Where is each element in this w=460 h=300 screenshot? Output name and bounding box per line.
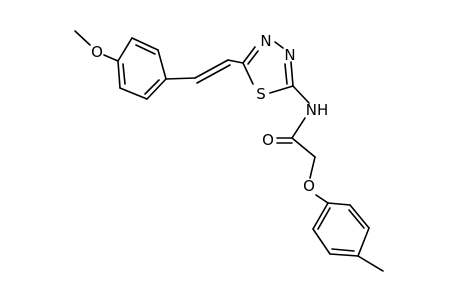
bond-s-c5	[242, 62, 254, 85]
bond-c5-n-double	[247, 50, 259, 65]
atom-amide-nh: NH	[306, 101, 329, 119]
bond-n-c2-double	[284, 63, 288, 85]
bond-c2-s	[269, 85, 294, 94]
bond-ring1-e	[119, 87, 148, 100]
atom-triazole-n2: N	[284, 46, 295, 64]
bond-ring1-b	[131, 37, 159, 51]
bond-ring2-d	[329, 253, 359, 257]
bond-ch3-o	[74, 30, 91, 46]
bond-vinyl-double-a	[194, 59, 229, 79]
bond-vinyl-double-b	[196, 64, 231, 84]
bond-vinyl-thiadiazole	[227, 59, 244, 64]
bond-ring2-f	[312, 202, 329, 230]
bond-o-ring2	[315, 194, 329, 204]
bond-ring2-e	[312, 228, 331, 255]
bond-ring1-d	[146, 78, 167, 100]
bond-ring1-c	[157, 49, 167, 80]
bond-n-n	[274, 41, 284, 49]
bond-nh-carbonyl	[291, 117, 306, 139]
bond-ring1-inner-2	[144, 79, 160, 95]
bond-ring1-inner-3	[122, 63, 126, 85]
bond-ring1-vinyl	[165, 77, 196, 80]
bond-ring2-b	[349, 204, 370, 229]
bond-ring1-f	[117, 60, 121, 89]
bond-n-c2	[290, 61, 294, 87]
bond-c5-n	[242, 46, 256, 64]
bond-ring2-inner-3	[317, 207, 331, 230]
bond-o-ring1	[103, 54, 119, 62]
bond-ring2-methyl	[357, 255, 384, 272]
bond-ring2-inner-1	[348, 209, 365, 229]
bond-ch2-o	[309, 156, 316, 179]
atom-triazole-n1: N	[260, 32, 271, 50]
bond-ring2-inner-2	[331, 248, 355, 252]
bond-ring1-inner-1	[135, 44, 156, 55]
atom-ether-o: O	[303, 177, 315, 195]
atom-methoxy-o: O	[91, 43, 103, 61]
bond-carbonyl-ch2	[291, 137, 316, 158]
bond-c2-nh	[292, 85, 310, 104]
atom-carbonyl-o: O	[262, 131, 274, 149]
bond-ring2-c	[357, 227, 370, 257]
atom-thiadiazole-s: S	[256, 85, 266, 103]
bond-ring1-a	[117, 37, 133, 62]
bond-ring2-a	[327, 202, 351, 206]
